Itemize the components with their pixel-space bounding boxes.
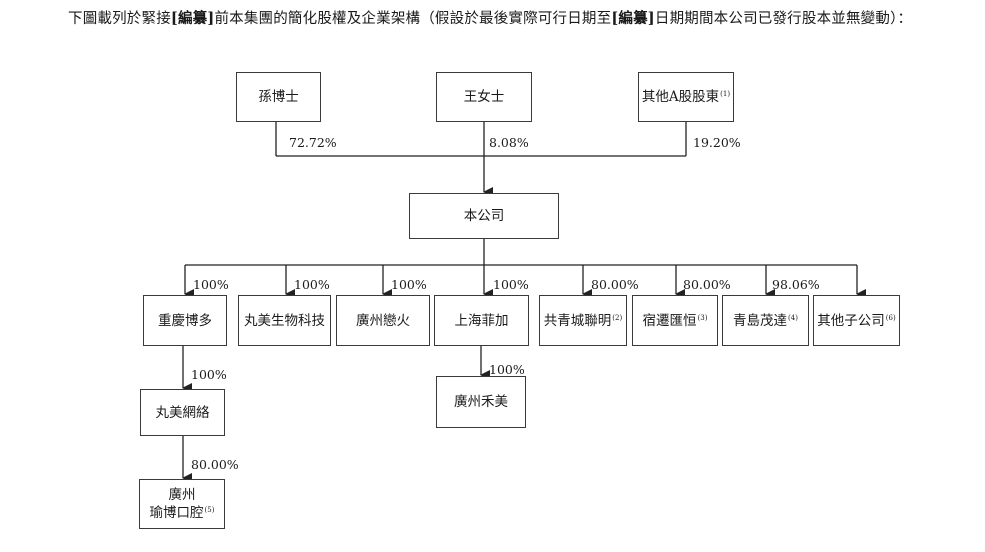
shareholder-box-other-a-shareholders: 其他A股股東(1) — [638, 72, 734, 122]
footnote-marker: (1) — [720, 90, 731, 98]
shareholder-box-dr-sun: 孫博士 — [236, 72, 321, 122]
entity-name: 廣州禾美 — [454, 394, 508, 410]
pct-label: 8.08% — [489, 135, 529, 150]
second-level-box: 廣州禾美 — [436, 376, 526, 428]
subsidiary-name: 青島茂達 — [733, 312, 788, 329]
pct-label: 100% — [493, 277, 529, 292]
pct-label: 100% — [294, 277, 330, 292]
entity-name: 廣州 瑜博口腔 — [149, 487, 204, 521]
pct-label: 72.72% — [289, 135, 337, 150]
third-level-box: 廣州 瑜博口腔(5) — [139, 479, 225, 529]
subsidiary-box: 其他子公司(6) — [813, 295, 900, 346]
intro-text-2: 前本集團的簡化股權及企業架構（假設於最後實際可行日期至 — [214, 11, 612, 27]
company-box: 本公司 — [409, 193, 559, 239]
pct-label: 100% — [391, 277, 427, 292]
subsidiary-name: 上海菲加 — [454, 312, 509, 329]
subsidiary-box: 上海菲加 — [434, 295, 529, 346]
footnote-marker: (6) — [885, 313, 896, 322]
redaction-1: [編纂] — [170, 10, 215, 27]
second-level-box: 丸美網絡 — [140, 389, 225, 436]
entity-name: 丸美網絡 — [155, 404, 210, 421]
shareholder-box-ms-wang: 王女士 — [436, 72, 532, 122]
subsidiary-name: 其他子公司 — [817, 312, 885, 329]
pct-label: 100% — [193, 277, 229, 292]
subsidiary-box: 共青城聯明(2) — [539, 295, 627, 346]
pct-label: 100% — [191, 367, 227, 382]
subsidiary-box: 重慶博多 — [143, 295, 227, 346]
intro-text-3: 日期期間本公司已發行股本並無變動）： — [654, 11, 913, 27]
subsidiary-box: 宿遷匯恒(3) — [632, 295, 718, 346]
subsidiary-name: 廣州戀火 — [356, 312, 410, 329]
footnote-marker: (4) — [788, 313, 798, 322]
redaction-2: [編纂] — [611, 10, 655, 27]
footnote-marker: (2) — [612, 313, 623, 322]
subsidiary-name: 共青城聯明 — [543, 312, 612, 329]
intro-text-1: 下圖載列於緊接 — [68, 11, 171, 27]
shareholder-name: 孫博士 — [258, 89, 299, 105]
shareholder-name: 王女士 — [463, 89, 505, 105]
subsidiary-name: 重慶博多 — [158, 312, 212, 329]
subsidiary-box: 青島茂達(4) — [722, 295, 809, 346]
subsidiary-name: 丸美生物科技 — [244, 312, 325, 329]
pct-label: 100% — [489, 362, 525, 377]
pct-label: 98.06% — [772, 277, 820, 292]
pct-label: 80.00% — [591, 277, 639, 292]
footnote-marker: (5) — [204, 506, 215, 514]
intro-paragraph: 下圖載列於緊接[編纂]前本集團的簡化股權及企業架構（假設於最後實際可行日期至[編… — [22, 6, 972, 32]
shareholder-name: 其他A股股東 — [641, 89, 720, 105]
company-name: 本公司 — [463, 208, 505, 224]
footnote-marker: (3) — [697, 313, 708, 322]
pct-label: 19.20% — [693, 135, 741, 150]
subsidiary-box: 丸美生物科技 — [238, 295, 331, 346]
subsidiary-name: 宿遷匯恒 — [642, 312, 697, 329]
pct-label: 80.00% — [683, 277, 731, 292]
pct-label: 80.00% — [191, 457, 239, 472]
subsidiary-box: 廣州戀火 — [336, 295, 430, 346]
